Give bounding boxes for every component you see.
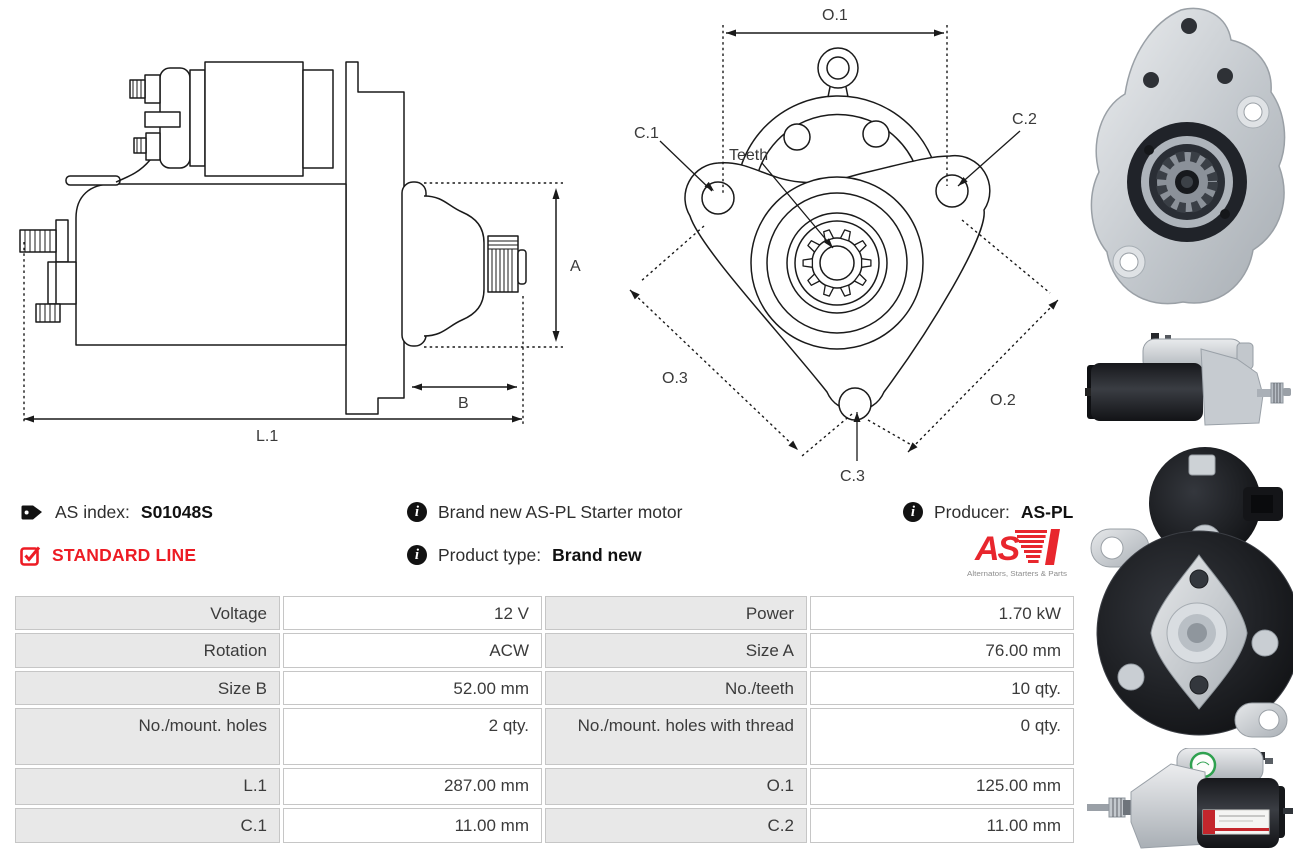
spec-value: 12 V [283, 596, 542, 630]
dim-label-teeth: Teeth [729, 147, 768, 164]
dim-label-a: A [570, 258, 581, 275]
info-right: i Producer: AS-PL AS Alternators, Starte… [903, 501, 1073, 584]
side-view-diagram: A B L.1 [19, 61, 581, 445]
as-index-label: AS index: [55, 501, 130, 522]
producer-line: i Producer: AS-PL [903, 501, 1073, 523]
producer-value: AS-PL [1020, 501, 1074, 522]
spec-value: 10 qty. [810, 671, 1074, 705]
spec-label: Rotation [15, 633, 280, 668]
dim-label-b: B [458, 395, 469, 412]
flange-ring [401, 181, 427, 347]
spec-value: 11.00 mm [810, 808, 1074, 843]
as-index-line: AS index: S01048S [20, 501, 213, 523]
producer-label: Producer: [934, 501, 1010, 522]
product-photo-side-2[interactable] [1085, 748, 1293, 860]
spec-value: 125.00 mm [810, 768, 1074, 805]
info-icon: i [903, 502, 923, 522]
spec-label: O.1 [545, 768, 807, 805]
drive-housing [423, 195, 485, 337]
logo-stripes [1015, 529, 1060, 565]
spec-value: 52.00 mm [283, 671, 542, 705]
spec-label: No./mount. holes [15, 708, 280, 765]
product-photos [1085, 0, 1293, 860]
dim-label-o2: O.2 [990, 392, 1016, 409]
spec-label: Voltage [15, 596, 280, 630]
info-left: AS index: S01048S STANDARD LINE [20, 501, 213, 566]
hole-c3 [838, 387, 872, 421]
info-middle: i Brand new AS-PL Starter motor i Produc… [407, 501, 682, 566]
dim-label-o3: O.3 [662, 370, 688, 387]
product-photo-front[interactable] [1085, 0, 1293, 330]
spec-label: Power [545, 596, 807, 630]
spec-label: Size B [15, 671, 280, 705]
spec-value: 2 qty. [283, 708, 542, 765]
bracket-outline [345, 61, 405, 415]
spec-value: 0 qty. [810, 708, 1074, 765]
spec-label: Size A [545, 633, 807, 668]
product-type-label: Product type: [438, 544, 542, 565]
info-icon: i [407, 502, 427, 522]
checkbox-checked-icon [20, 546, 41, 566]
spec-value: 11.00 mm [283, 808, 542, 843]
product-type-line: i Product type: Brand new [407, 544, 682, 566]
spec-label: L.1 [15, 768, 280, 805]
spec-label: No./mount. holes with thread [545, 708, 807, 765]
logo-as-text: AS [974, 530, 1021, 568]
standard-line-row: STANDARD LINE [20, 544, 213, 566]
spec-label: No./teeth [545, 671, 807, 705]
motor-body [75, 183, 347, 346]
dim-label-c1: C.1 [634, 125, 659, 142]
info-icon: i [407, 545, 427, 565]
dim-label-c3: C.3 [840, 468, 865, 485]
solenoid-body [204, 61, 304, 177]
spec-label: C.2 [545, 808, 807, 843]
spec-value: 76.00 mm [810, 633, 1074, 668]
description-line: i Brand new AS-PL Starter motor [407, 501, 682, 523]
dim-label-o1: O.1 [822, 7, 848, 24]
as-index-value: S01048S [140, 501, 213, 522]
as-pl-logo: AS Alternators, Starters & Parts [967, 529, 1068, 578]
spec-value: 1.70 kW [810, 596, 1074, 630]
spec-label: C.1 [15, 808, 280, 843]
dim-label-c2: C.2 [1012, 111, 1037, 128]
product-photo-side-1[interactable] [1085, 333, 1293, 433]
dim-label-l1: L.1 [256, 428, 278, 445]
product-photo-rear[interactable] [1085, 437, 1293, 745]
standard-line-badge: STANDARD LINE [52, 544, 197, 565]
hole-c1 [701, 181, 735, 215]
tag-icon [21, 505, 42, 520]
pinion-teeth [802, 229, 872, 297]
product-description: Brand new AS-PL Starter motor [438, 501, 683, 522]
spec-value: 287.00 mm [283, 768, 542, 805]
spec-table: Voltage 12 V Power 1.70 kW Rotation ACW … [15, 596, 1077, 843]
logo-tagline: Alternators, Starters & Parts [967, 571, 1068, 578]
product-type-value: Brand new [552, 544, 642, 565]
front-view-diagram: O.1 C.1 C.2 Teeth O.3 O.2 C.3 [629, 7, 1059, 485]
spec-value: ACW [283, 633, 542, 668]
